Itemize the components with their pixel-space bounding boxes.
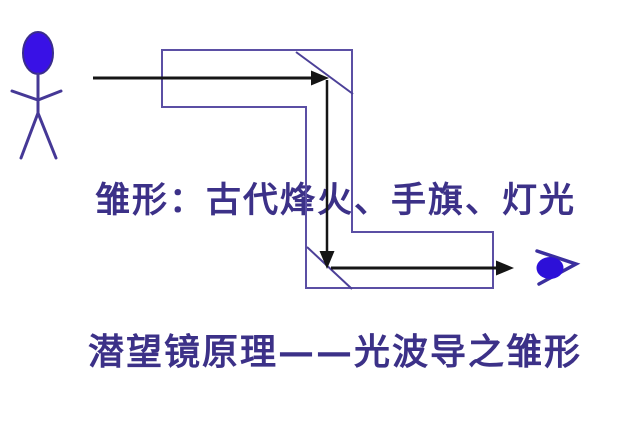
mirror-top-line (295, 51, 354, 95)
caption-periscope-principle: 潜望镜原理——光波导之雏形 (88, 331, 583, 373)
periscope-tube-outline (161, 49, 494, 289)
light-ray-arrows (93, 70, 514, 276)
person-leg-right (36, 111, 58, 160)
caption-prototype-examples: 雏形：古代烽火、手旗、灯光 (95, 180, 577, 221)
arrowhead-bottom-right (496, 260, 514, 276)
mirror-bottom-line (306, 246, 353, 290)
stick-figure-person-icon (10, 31, 63, 160)
person-leg-left (19, 111, 40, 160)
arrowhead-top-right (311, 70, 329, 86)
person-arms (10, 89, 63, 102)
person-head (22, 31, 54, 75)
eye-icon (535, 249, 581, 286)
arrowhead-down (319, 251, 335, 269)
eye-ball (536, 257, 564, 279)
